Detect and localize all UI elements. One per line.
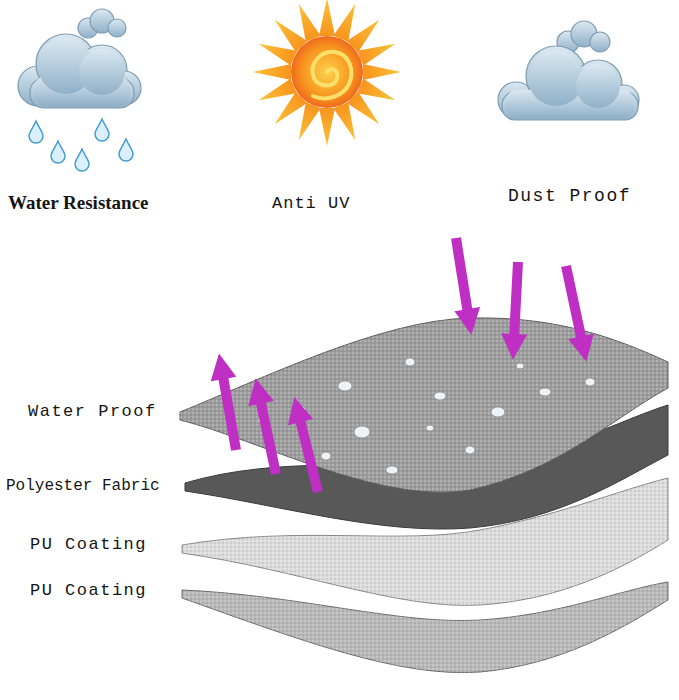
- waterproof-layer: [180, 318, 668, 492]
- rain-cloud-icon: [18, 9, 141, 108]
- layer-label: PU Coating: [30, 582, 147, 601]
- layer-label: Polyester Fabric: [6, 478, 160, 496]
- dust-arrows: [443, 236, 599, 365]
- layer-label: Anti UV: [272, 195, 350, 214]
- layer-label: Water Proof: [28, 403, 157, 422]
- layer-label: Dust Proof: [508, 187, 631, 207]
- vapour-arrows: [206, 351, 330, 495]
- layer-label: Water Resistance: [8, 193, 149, 214]
- dust-cloud-icon: [498, 21, 639, 120]
- layer-label: PU Coating: [30, 536, 147, 555]
- cloud-fill: [506, 50, 634, 118]
- cloud-fill: [34, 38, 130, 106]
- sun-icon: [253, 0, 401, 146]
- raindrops: [29, 119, 133, 171]
